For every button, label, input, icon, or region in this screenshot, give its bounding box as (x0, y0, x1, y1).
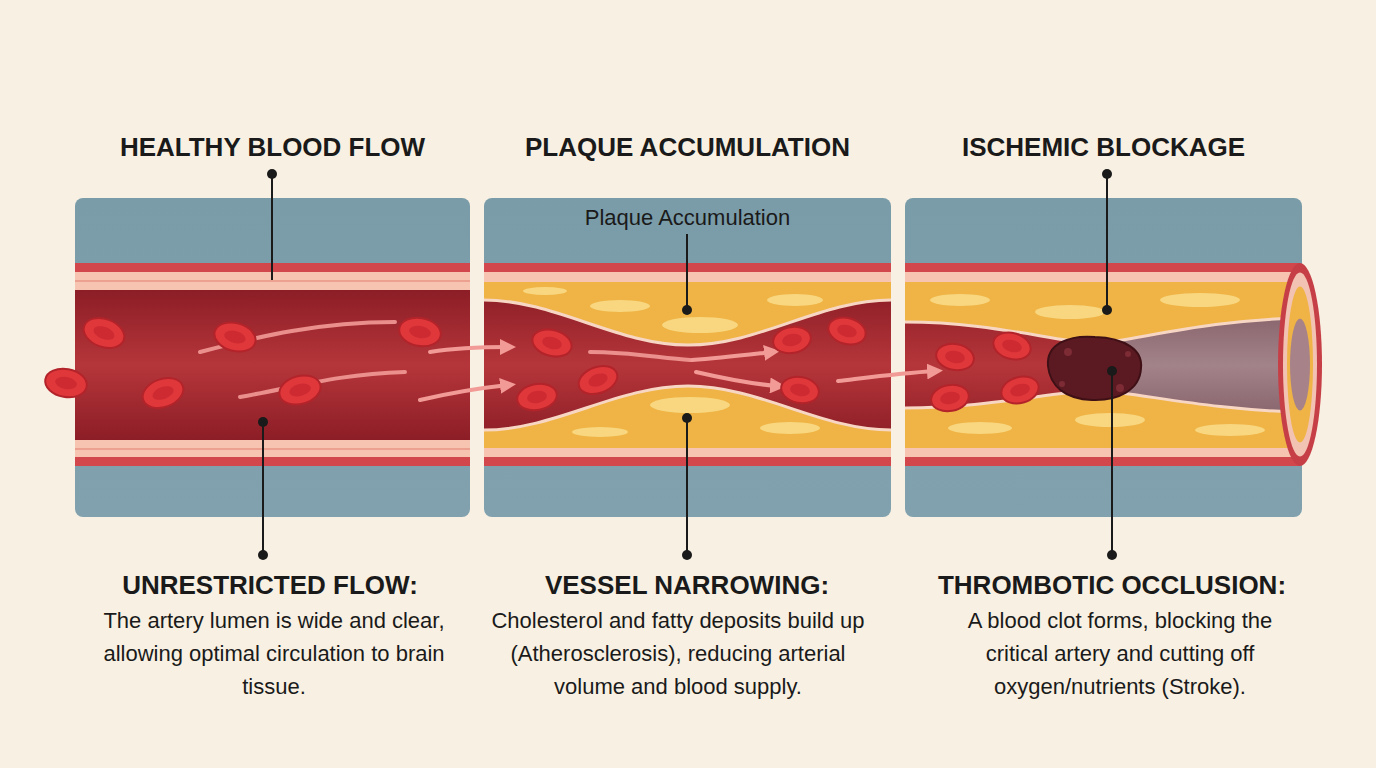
caption-text: Cholesterol and fatty deposits build up … (486, 604, 870, 703)
caption-heading: VESSEL NARROWING: (477, 570, 897, 600)
leader-dot (258, 550, 268, 560)
panel-label: Plaque Accumulation (484, 204, 891, 232)
caption-text: A blood clot forms, blocking the critica… (940, 604, 1300, 703)
caption-heading: THROMBOTIC OCCLUSION: (902, 570, 1322, 600)
artery-panel: ISCHEMIC BLOCKAGE (905, 198, 1302, 517)
leader-dot (1102, 169, 1112, 179)
leader-dot (1107, 550, 1117, 560)
caption-text: The artery lumen is wide and clear, allo… (88, 604, 460, 703)
panel-heading: ISCHEMIC BLOCKAGE (825, 130, 1376, 164)
artery-panel: PLAQUE ACCUMULATIONPlaque Accumulation (484, 198, 891, 517)
artery-panel: HEALTHY BLOOD FLOW (75, 198, 470, 517)
caption-heading: UNRESTRICTED FLOW: (60, 570, 480, 600)
leader-dot (267, 169, 277, 179)
panel-heading: PLAQUE ACCUMULATION (404, 130, 971, 164)
panel-heading: HEALTHY BLOOD FLOW (0, 130, 550, 164)
leader-dot (682, 550, 692, 560)
